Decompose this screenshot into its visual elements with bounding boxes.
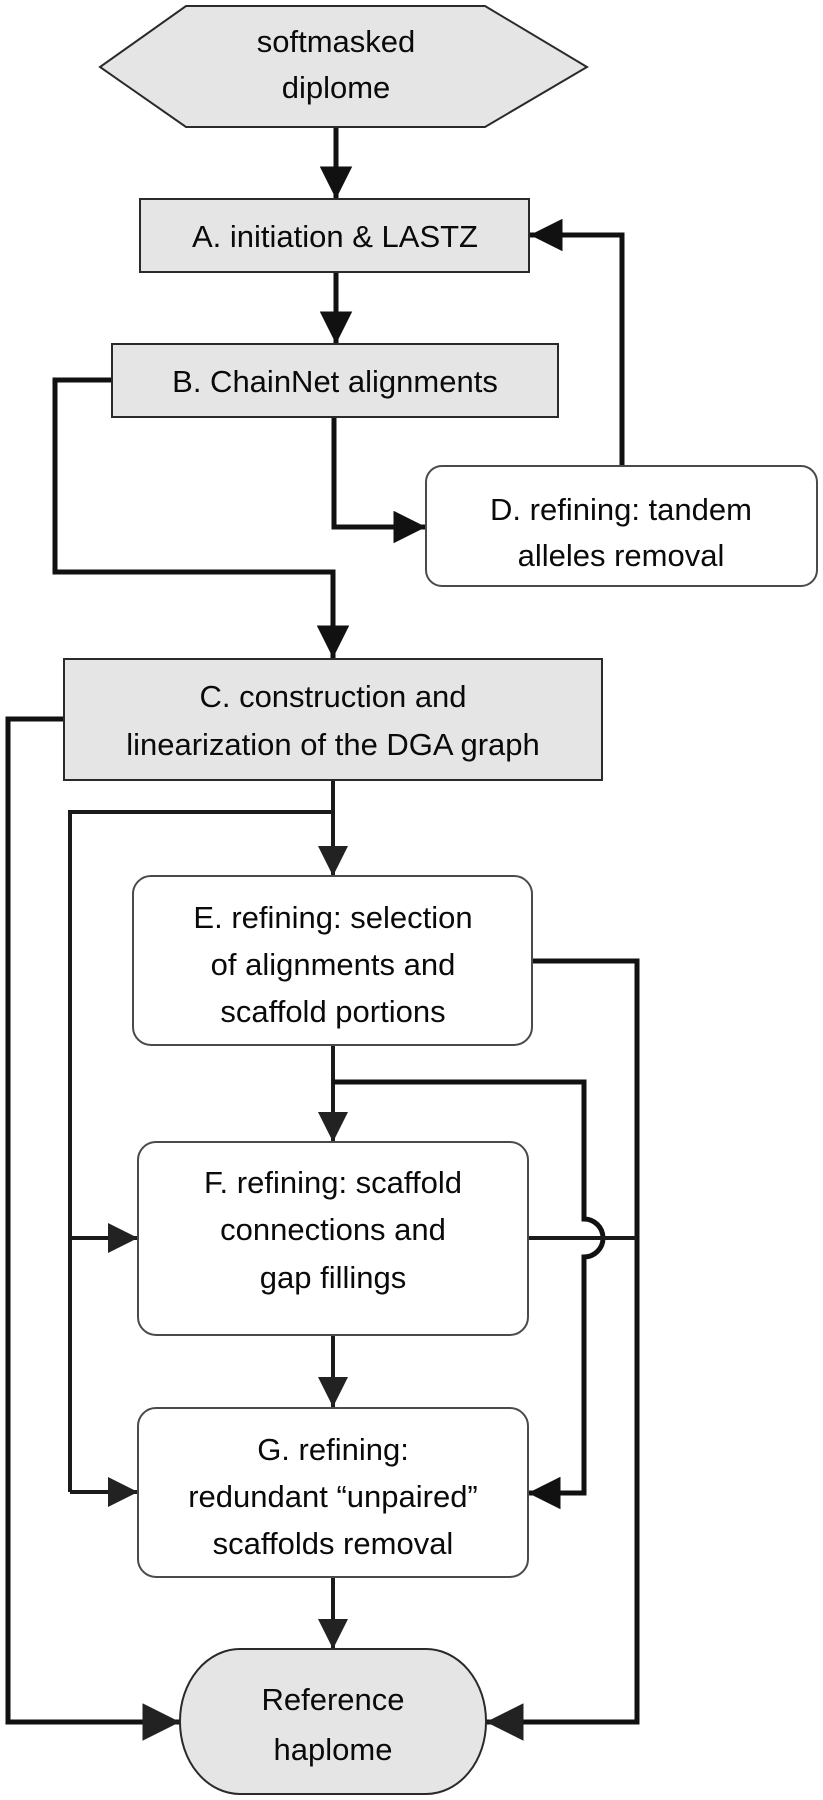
node-C-line-2: linearization of the DGA graph (126, 727, 540, 762)
node-E-line-2: of alignments and (211, 947, 456, 982)
rounded-rect-shape (137, 1407, 529, 1578)
node-output-line-1: Reference (261, 1682, 404, 1717)
hexagon-shape (98, 5, 589, 128)
node-A: A. initiation & LASTZ (139, 198, 530, 273)
node-input: softmasked diplome (98, 5, 589, 128)
node-E-line-3: scaffold portions (220, 994, 445, 1029)
edge-D-to-A (530, 218, 625, 466)
node-D-line-1: D. refining: tandem (490, 492, 752, 527)
node-B: B. ChainNet alignments (111, 343, 559, 418)
node-G-line-2: redundant “unpaired” (188, 1479, 478, 1514)
node-G: G. refining: redundant “unpaired” scaffo… (137, 1407, 529, 1578)
node-input-line-1: softmasked (257, 24, 416, 59)
rect-shape (139, 198, 530, 273)
edge-B-to-D (331, 417, 426, 544)
node-output: Reference haplome (179, 1648, 487, 1795)
edges (5, 128, 640, 1741)
node-D: D. refining: tandem alleles removal (425, 465, 818, 587)
edge-C-to-output (5, 716, 180, 1741)
node-input-line-2: diplome (282, 70, 391, 105)
node-F-line-3: gap fillings (260, 1260, 406, 1295)
rounded-rect-shape (425, 465, 818, 587)
edge-E-to-output (486, 958, 640, 1741)
stadium-shape (179, 1648, 487, 1795)
node-output-line-2: haplome (274, 1732, 393, 1767)
node-E-line-1: E. refining: selection (193, 900, 472, 935)
rounded-rect-shape (132, 875, 533, 1046)
node-F-line-1: F. refining: scaffold (204, 1165, 462, 1200)
node-E: E. refining: selection of alignments and… (132, 875, 533, 1046)
rect-shape (63, 658, 603, 781)
node-A-line-1: A. initiation & LASTZ (192, 219, 478, 254)
rect-shape (111, 343, 559, 418)
node-F: F. refining: scaffold connections and ga… (137, 1141, 529, 1336)
node-G-line-1: G. refining: (257, 1432, 409, 1467)
node-B-line-1: B. ChainNet alignments (172, 364, 498, 399)
edge-B-to-C (52, 377, 350, 658)
edge-C-bus-left (68, 810, 333, 1492)
node-D-line-2: alleles removal (518, 538, 725, 573)
node-F-line-2: connections and (220, 1212, 446, 1247)
node-G-line-3: scaffolds removal (213, 1526, 454, 1561)
node-C-line-1: C. construction and (199, 679, 466, 714)
node-C: C. construction and linearization of the… (63, 658, 603, 781)
rounded-rect-shape (137, 1141, 529, 1336)
